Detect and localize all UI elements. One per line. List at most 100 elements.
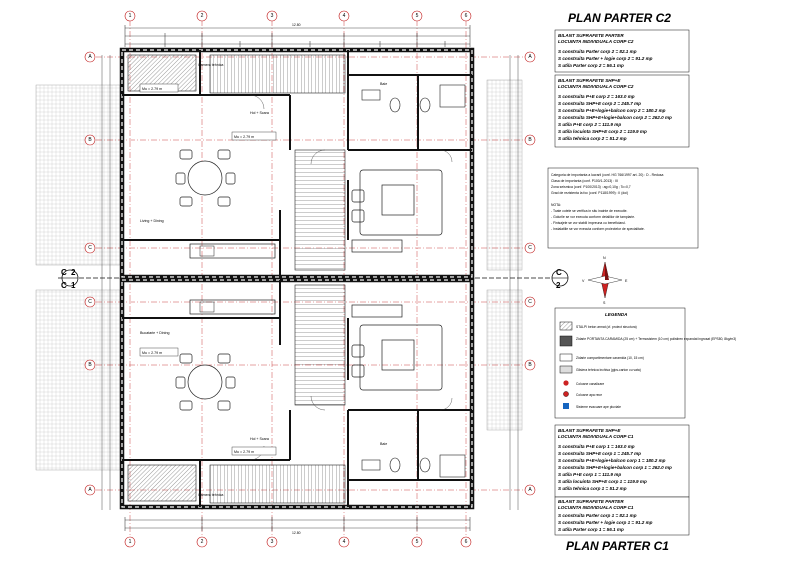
legend-swatch-5 xyxy=(563,380,569,386)
section-right-letter: C xyxy=(556,268,562,277)
box-c1-b-h1: BILANT SUPRAFETE PARTER xyxy=(558,499,624,504)
box-c1-a-l3: S construita P+E+logie+balcon corp 1 = 1… xyxy=(558,458,666,463)
axis-col-4-bottom: 4 xyxy=(343,539,346,545)
legend-swatch-2 xyxy=(559,335,573,347)
box-c1-b-l3: S utila Parter corp 1 = 56.1 mp xyxy=(558,527,624,532)
legend-swatch-7 xyxy=(563,403,569,409)
box-c2-a-frame xyxy=(554,29,690,73)
axis-row-c-bot-l: C xyxy=(88,299,92,305)
legend-item-3: Zidarie compartimentare caramida (10, 15… xyxy=(576,356,644,360)
axis-col-2-top: 2 xyxy=(201,13,204,19)
box-c1-a-l4: S construita SHP+E+logie+balcon corp 1 =… xyxy=(558,465,672,470)
legend-item-5: Coloane canalizare xyxy=(576,382,604,386)
legend-item-1: STALPI beton armat (cf. proiect structur… xyxy=(576,325,637,329)
axis-col-3-bottom: 3 xyxy=(271,539,274,545)
box-c1-a-l7: S utila tehnica corp 1 = 51.2 mp xyxy=(558,486,627,491)
bathroom-fixtures-top xyxy=(361,84,466,113)
box-c2-b-l1: S construita P+E corp 2 = 163.0 mp xyxy=(558,94,635,99)
axis-col-5-bottom: 5 xyxy=(416,539,419,545)
box-c2-b-l6: S utila locuinta SHP+E corp 2 = 119.9 mp xyxy=(558,129,647,134)
dimension-lines xyxy=(101,27,519,529)
room-label-wc-bottom: Baie xyxy=(380,442,387,446)
legend-swatch-3 xyxy=(559,353,573,362)
bathroom-fixtures-bottom xyxy=(361,454,466,478)
axis-col-6-top: 6 xyxy=(465,13,468,19)
axis-row-a-top-r: A xyxy=(528,54,532,60)
note-line-8: - Golurile se vor executa conform detali… xyxy=(551,215,635,219)
compass-e: E xyxy=(625,279,628,283)
box-c2-a-l3: S utila Parter corp 2 = 56.1 mp xyxy=(558,63,624,68)
staircase-top xyxy=(209,54,346,94)
section-right-num: 2 xyxy=(556,281,561,290)
legend-item-6: Coloane apa rece xyxy=(576,393,602,397)
axis-row-c-top-l: C xyxy=(88,245,92,251)
box-c1-a-l1: S construita P+E corp 1 = 163.0 mp xyxy=(558,444,635,449)
note-line-7: - Toate cotele se verifica in situ inain… xyxy=(551,209,628,213)
legend-swatch-4 xyxy=(559,365,573,374)
overall-dimension-bottom: 12.80 xyxy=(292,531,301,535)
room-labels-top: Mu = 2.79 m Mu = 2.79 m Living + Dining … xyxy=(139,63,387,223)
room-label-mu2-bottom: Mu = 2.79 m xyxy=(234,450,254,454)
room-label-hall-bottom: Hol + Scara xyxy=(250,437,269,441)
box-c1-b-h2: LOCUINTA INDIVIDUALA CORP C1 xyxy=(558,505,634,510)
room-labels-bottom: Mu = 2.79 m Mu = 2.79 m Bucatarie + Dini… xyxy=(139,331,387,497)
note-line-3: Zona seismica (conf. P100/2013) : ag=0,1… xyxy=(551,185,631,189)
box-c2-b-h2: LOCUINTA INDIVIDUALA CORP C2 xyxy=(558,84,634,89)
axis-row-b-top-l: B xyxy=(88,137,92,143)
note-line-2: Clasa de importanta (conf. P100/1-2013) … xyxy=(551,179,618,183)
room-label-mu-bottom: Mu = 2.79 m xyxy=(142,351,162,355)
room-label-mu2-top: Mu = 2.79 m xyxy=(234,135,254,139)
living-furniture-top xyxy=(351,169,443,253)
axis-row-b-top-r: B xyxy=(528,137,532,143)
legend-item-7: Sisteme evacuare ape pluviale xyxy=(576,405,621,409)
note-line-10: - Instalatiile se vor executa conform pr… xyxy=(551,227,645,231)
exterior-walls xyxy=(119,47,475,510)
axis-row-b-bot-l: B xyxy=(88,362,92,368)
box-c1-a-l2: S construita SHP+E corp 1 = 245.7 mp xyxy=(558,451,641,456)
legend-frame xyxy=(554,307,686,419)
dining-table-bottom xyxy=(175,353,236,411)
section-left-letter: C xyxy=(61,268,67,277)
legend-title: LEGENDA xyxy=(605,312,627,317)
compass-w: V xyxy=(582,279,585,283)
room-label-tech-top: Camera tehnica xyxy=(198,63,223,67)
section-left-b-letter: C xyxy=(61,281,67,290)
north-arrow xyxy=(587,261,623,299)
section-marker-right xyxy=(475,269,569,287)
box-c1-a-frame xyxy=(554,424,690,498)
axis-row-c-top-r: C xyxy=(528,245,532,251)
box-c2-b-l2: S construita SHP+E corp 2 = 245.7 mp xyxy=(558,101,641,106)
door-swings xyxy=(249,94,453,461)
axis-col-6-bottom: 6 xyxy=(465,539,468,545)
stair-core-bottom xyxy=(294,284,346,406)
tech-room-bottom xyxy=(127,464,197,502)
stove-bottom xyxy=(199,301,215,313)
axis-col-3-top: 3 xyxy=(271,13,274,19)
box-c2-b-l7: S utila tehnica corp 2 = 51.2 mp xyxy=(558,136,627,141)
axis-row-c-bot-r: C xyxy=(528,299,532,305)
note-line-1: Categoria de importanta a lucrarii (conf… xyxy=(551,173,663,177)
note-line-6: NOTA: xyxy=(551,203,561,207)
interior-walls-bottom xyxy=(122,280,472,507)
box-c2-a-h1: BILANT SUPRAFETE PARTER xyxy=(558,33,624,38)
axis-col-1-top: 1 xyxy=(129,13,132,19)
box-c1-a-l6: S utila locuinta SHP+E corp 1 = 119.9 mp xyxy=(558,479,647,484)
compass-n: N xyxy=(603,256,606,260)
axis-col-2-bottom: 2 xyxy=(201,539,204,545)
compass-s: S xyxy=(603,301,606,305)
legend-item-2: Zidarie PORTANTA CARAMIDA (25 cm) + Term… xyxy=(576,337,736,341)
box-c1-b-l2: S construita Parter + logie corp 1 = 91.… xyxy=(558,520,653,525)
box-c1-b-l1: S construita Parter corp 1 = 82.1 mp xyxy=(558,513,637,518)
box-c2-a-l2: S construita Parter + logie corp 2 = 91.… xyxy=(558,56,653,61)
legend-item-4: Glisiera tehnica inchisa (gips-carton cu… xyxy=(576,368,641,372)
box-c2-b-l4: S construita SHP+E+logie+balcon corp 2 =… xyxy=(558,115,672,120)
title-top: PLAN PARTER C2 xyxy=(568,11,671,25)
axis-bubbles-columns-top xyxy=(124,10,472,22)
staircase-bottom xyxy=(209,464,346,504)
terrace-left-top xyxy=(35,84,121,266)
note-line-4: Grad de rezistenta la foc (conf. P118/19… xyxy=(551,191,628,195)
axis-bubbles-rows xyxy=(84,51,536,496)
box-c1-a-l5: S utila P+E corp 1 = 111.9 mp xyxy=(558,472,621,477)
kitchen-counter-top xyxy=(189,243,276,259)
